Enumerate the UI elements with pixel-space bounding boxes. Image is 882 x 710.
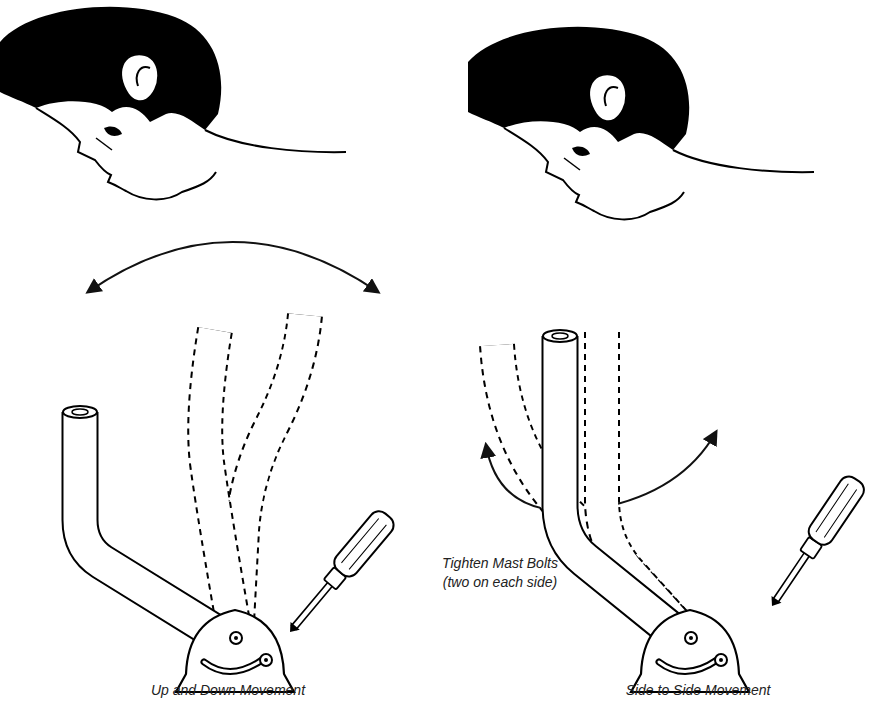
dashed-mast-right <box>497 332 690 640</box>
screwdriver-right <box>761 473 868 614</box>
movement-arrow-left <box>88 242 378 292</box>
head-left <box>0 7 346 200</box>
mast-tube-right <box>543 330 690 645</box>
dashed-mast-left <box>236 315 305 640</box>
caption-label: Up and Down Movement <box>151 681 305 700</box>
mast-base-right <box>631 610 749 692</box>
screwdriver-right <box>761 473 868 614</box>
dashed-mast-left <box>236 315 305 640</box>
mast-tube-right <box>552 333 568 339</box>
mast-base-left <box>176 610 294 692</box>
mast-base-left <box>176 610 294 692</box>
mast-tube-right <box>560 336 690 645</box>
mast-tube-left <box>72 409 88 415</box>
mast-tube-right <box>543 330 577 342</box>
mast-tube-right <box>560 336 690 645</box>
dashed-mast-left <box>205 330 236 640</box>
caption-label: Side to Side Movement <box>626 681 771 700</box>
mast-tube-left <box>63 406 236 645</box>
dashed-mast-left <box>205 315 305 640</box>
instruction-note: Tighten Mast Bolts (two on each side) <box>432 554 568 592</box>
mast-tube-left <box>63 406 97 418</box>
mast-base-right <box>631 610 749 692</box>
screwdriver-left <box>280 507 398 640</box>
screwdriver-left <box>280 507 398 640</box>
head-right <box>468 27 814 220</box>
mast-tube-left <box>80 412 236 645</box>
movement-arrow-left <box>88 242 378 292</box>
dashed-mast-left <box>205 330 236 640</box>
head-left <box>0 7 346 200</box>
head-right <box>468 27 814 220</box>
mast-tube-left <box>80 412 236 645</box>
